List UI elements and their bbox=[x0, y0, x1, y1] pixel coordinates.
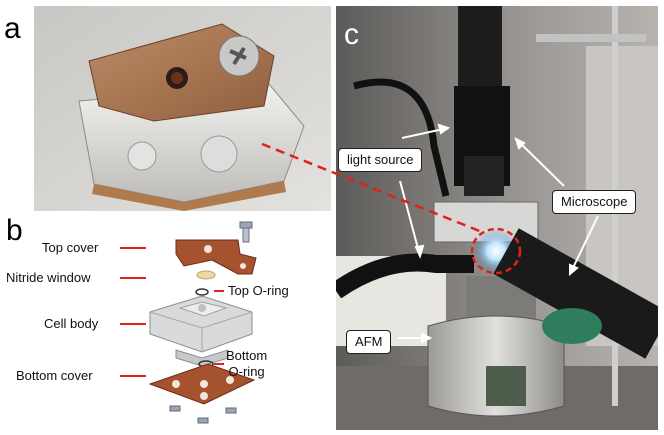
highlight-ellipse bbox=[470, 227, 522, 275]
label-cell-body: Cell body bbox=[44, 316, 99, 331]
top-cover-part bbox=[175, 239, 257, 275]
nitride-window-part bbox=[196, 270, 216, 280]
callout-microscope: Microscope bbox=[552, 190, 637, 214]
callout-light-source: light source bbox=[338, 148, 423, 172]
bottom-screws bbox=[169, 405, 237, 424]
panel-label-a-outer: a bbox=[4, 12, 21, 45]
panel-label-c: c bbox=[344, 18, 359, 51]
label-bottom-cover: Bottom cover bbox=[16, 368, 93, 383]
exploded-parts-illustration bbox=[120, 221, 257, 424]
cell-body-part bbox=[149, 295, 253, 353]
assembled-cell-photo: a bbox=[34, 6, 331, 211]
panel-label-b: b bbox=[6, 214, 23, 247]
setup-photo: c light source Microscope AFM bbox=[336, 6, 658, 430]
top-o-ring-part bbox=[195, 288, 209, 296]
assembled-cell-illustration bbox=[34, 6, 331, 211]
label-top-o-ring: Top O-ring bbox=[228, 283, 289, 298]
top-screw bbox=[239, 221, 253, 243]
label-top-cover: Top cover bbox=[42, 240, 99, 255]
exploded-view-diagram: b bbox=[0, 212, 336, 435]
callout-afm: AFM bbox=[346, 330, 392, 354]
label-bottom-o-ring: Bottom O-ring bbox=[226, 348, 268, 379]
setup-illustration bbox=[336, 6, 658, 430]
label-nitride-window: Nitride window bbox=[6, 270, 91, 285]
